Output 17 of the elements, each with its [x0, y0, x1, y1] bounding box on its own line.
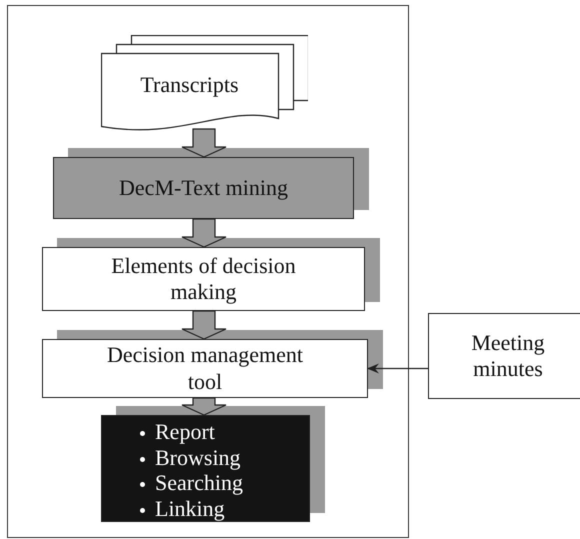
block-arrow [181, 218, 227, 248]
process-box [428, 313, 580, 399]
list-item: Browsing [155, 444, 241, 470]
block-arrow [181, 310, 227, 340]
node-label: Transcripts [140, 72, 239, 99]
block-arrow [181, 397, 227, 416]
list-item: Linking [155, 496, 225, 520]
node-label: Decision management tool [106, 342, 304, 395]
block-arrow [181, 128, 227, 158]
list-item: Report [155, 419, 215, 444]
node-label: Meeting minutes [470, 330, 546, 382]
list-item: Searching [155, 470, 243, 495]
document-stack-shape [101, 35, 308, 133]
diagram-frame [7, 5, 409, 538]
arrow [367, 364, 428, 374]
node-label: Elements of decision making [110, 252, 297, 306]
node-label: DecM-Text mining [118, 174, 289, 202]
